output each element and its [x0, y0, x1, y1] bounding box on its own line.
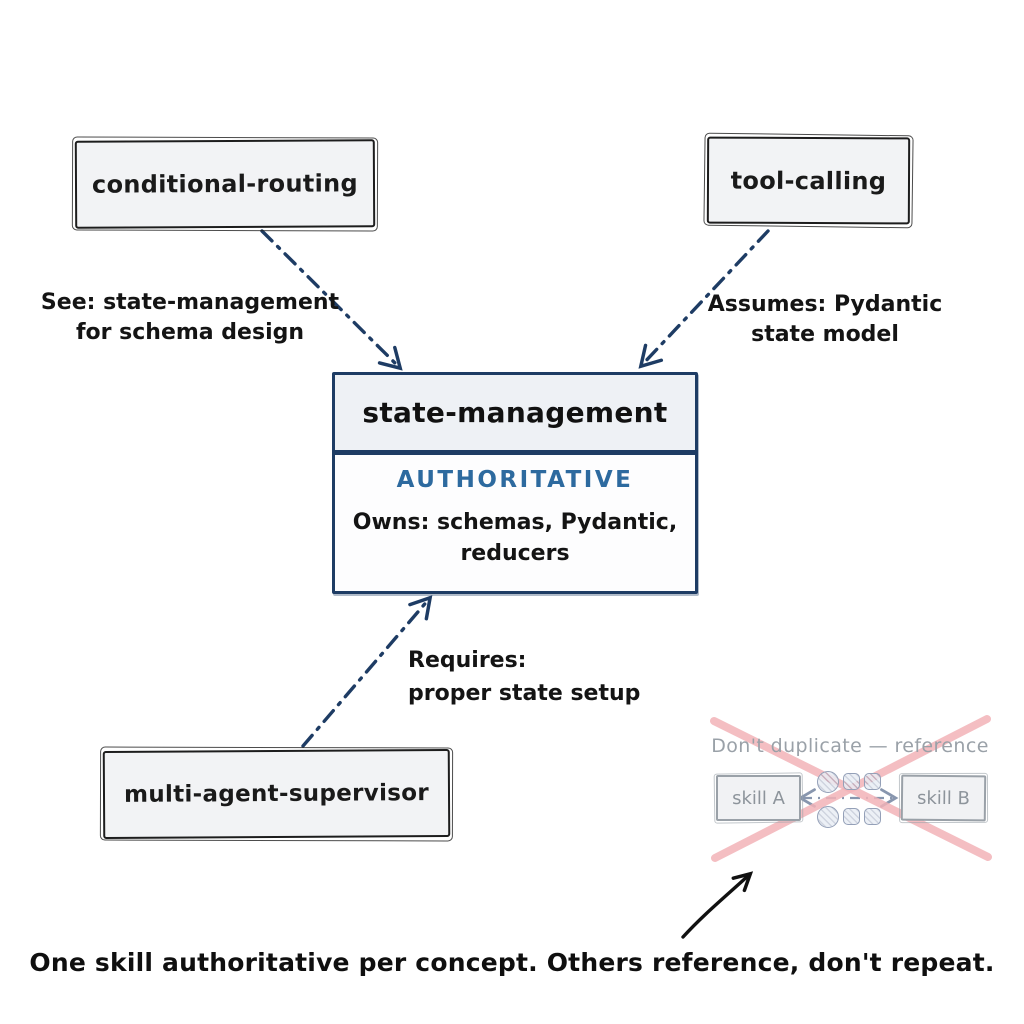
- state-management-body: AUTHORITATIVE Owns: schemas, Pydantic, r…: [335, 455, 695, 569]
- state-management-header: state-management: [335, 375, 695, 455]
- edge-label-assumes: Assumes: Pydantic state model: [707, 292, 943, 347]
- node-multi-agent-supervisor: multi-agent-supervisor: [102, 748, 451, 840]
- inset-data-square-bottom-1: [843, 808, 860, 825]
- node-tool-calling: tool-calling: [706, 136, 911, 225]
- node-state-management-title: state-management: [362, 396, 668, 429]
- edge-label-see: See: state-management for schema design: [40, 290, 340, 345]
- pointer-arrow-to-inset: [681, 875, 749, 939]
- inset-data-square-top-2: [864, 773, 881, 790]
- inset-data-circle-bottom: [817, 806, 839, 828]
- inset-caption: Don't duplicate — reference: [711, 735, 989, 757]
- node-multi-agent-supervisor-label: multi-agent-supervisor: [123, 780, 430, 808]
- node-conditional-routing-label: conditional-routing: [91, 169, 359, 199]
- inset-data-circle-top: [817, 771, 839, 793]
- state-management-owns-text: Owns: schemas, Pydantic, reducers: [352, 510, 678, 566]
- inset-skill-a-label: skill A: [732, 787, 785, 809]
- edge-label-requires: Requires: proper state setup: [408, 648, 641, 706]
- inset-data-square-top-1: [843, 773, 860, 790]
- inset-skill-b-box: skill B: [900, 774, 987, 822]
- authoritative-badge: AUTHORITATIVE: [396, 467, 634, 493]
- node-state-management: state-management AUTHORITATIVE Owns: sch…: [332, 372, 698, 594]
- footer-note: One skill authoritative per concept. Oth…: [29, 948, 995, 977]
- inset-data-square-bottom-2: [864, 808, 881, 825]
- node-conditional-routing: conditional-routing: [74, 139, 376, 229]
- inset-skill-a-box: skill A: [716, 775, 801, 821]
- inset-skill-b-label: skill B: [916, 787, 971, 809]
- node-tool-calling-label: tool-calling: [730, 166, 887, 195]
